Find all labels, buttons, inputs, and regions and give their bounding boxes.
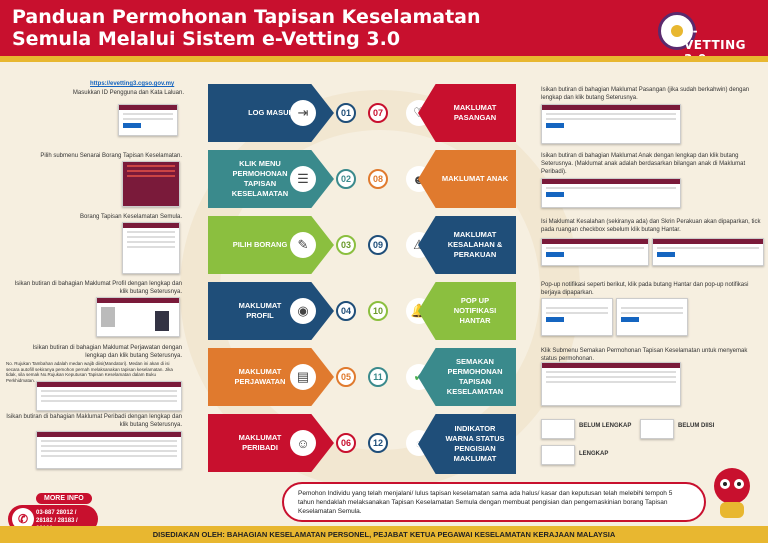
offence-screenshot (541, 238, 649, 266)
legend-incomplete-thumb (541, 419, 575, 439)
login-screenshot (118, 104, 178, 136)
more-info-badge: MORE INFO (36, 493, 92, 504)
position-screenshot (36, 381, 182, 411)
status-screenshot (541, 362, 681, 406)
declaration-screenshot (652, 238, 764, 266)
step-07-number: 07 (368, 103, 388, 123)
mascot-icon (706, 462, 758, 522)
legend-incomplete-label: BELUM LENGKAP (579, 423, 632, 429)
evetting-url-link[interactable]: https://evetting3.cgso.gov.my (90, 81, 175, 87)
legend-complete-thumb (541, 445, 575, 465)
step-10-number: 10 (368, 301, 388, 321)
step-12-panel: INDIKATOR WARNA STATUS PENGISIAN MAKLUMA… (418, 414, 516, 474)
legend-unfilled-label: BELUM DIISI (678, 423, 715, 429)
popup-success-screenshot (616, 298, 688, 336)
step1-instruction: Masukkan ID Pengguna dan Kata Laluan. (72, 90, 184, 96)
step8-instruction: Isikan butiran di bahagian Maklumat Anak… (541, 153, 746, 175)
step10-instruction: Pop-up notifikasi seperti berikut, klik … (541, 282, 749, 296)
phone-icon: ✆ (12, 508, 34, 530)
step5-note: No. Rujukan Tambahan adalah medan wajib … (6, 361, 173, 383)
step4-instruction: Isikan butiran di bahagian Maklumat Prof… (14, 281, 182, 295)
evetting-logo: e-VETTING 3.0 (654, 8, 754, 62)
step-03-number: 03 (336, 235, 356, 255)
legend-complete-label: LENGKAP (579, 451, 609, 457)
step-11-panel: SEMAKAN PERMOHONAN TAPISAN KESELAMATAN (418, 348, 516, 406)
step3-instruction: Borang Tapisan Keselamatan Semula. (80, 214, 182, 220)
menu-icon: ☰ (290, 166, 316, 192)
page-header: Panduan Permohonan Tapisan Keselamatan S… (0, 0, 768, 62)
profile-screenshot (96, 297, 180, 337)
form-list-screenshot (122, 222, 180, 274)
step-10-panel: POP UP NOTIFIKASI HANTAR (418, 282, 516, 340)
eligibility-note: Pemohon Individu yang telah menjalani/ l… (282, 482, 706, 522)
spouse-screenshot (541, 104, 681, 144)
footer-credit: DISEDIAKAN OLEH: BAHAGIAN KESELAMATAN PE… (0, 526, 768, 543)
step-09-panel: MAKLUMAT KESALAHAN & PERAKUAN (418, 216, 516, 274)
logo-ring-icon (658, 12, 696, 50)
popup-confirm-screenshot (541, 298, 613, 336)
form-icon: ✎ (290, 232, 316, 258)
step-12-number: 12 (368, 433, 388, 453)
step9-instruction: Isi Maklumat Kesalahan (sekiranya ada) d… (541, 219, 761, 233)
step7-instruction: Isikan butiran di bahagian Maklumat Pasa… (541, 87, 750, 101)
step-07-panel: MAKLUMAT PASANGAN (418, 84, 516, 142)
step-06-number: 06 (336, 433, 356, 453)
step2-instruction: Pilih submenu Senarai Borang Tapisan Kes… (40, 153, 182, 159)
profile-icon: ◉ (290, 298, 316, 324)
step-05-number: 05 (336, 367, 356, 387)
personal-icon: ☺ (290, 430, 316, 456)
position-icon: ▤ (290, 364, 316, 390)
personal-screenshot (36, 431, 182, 469)
menu-screenshot (122, 161, 180, 207)
login-icon: ⇥ (290, 100, 316, 126)
step6-instruction: Isikan butiran di bahagian Maklumat Peri… (6, 414, 182, 428)
step-04-number: 04 (336, 301, 356, 321)
legend-unfilled-thumb (640, 419, 674, 439)
step5-instruction: Isikan butiran di bahagian Maklumat Perj… (32, 345, 182, 359)
step-01-number: 01 (336, 103, 356, 123)
child-screenshot (541, 178, 681, 208)
step-02-number: 02 (336, 169, 356, 189)
logo-text: e-VETTING 3.0 (684, 24, 746, 62)
step-09-number: 09 (368, 235, 388, 255)
step-08-number: 08 (368, 169, 388, 189)
step-11-number: 11 (368, 367, 388, 387)
page-title: Panduan Permohonan Tapisan Keselamatan S… (12, 6, 481, 50)
step-08-panel: MAKLUMAT ANAK (418, 150, 516, 208)
step11-instruction: Klik Submenu Semakan Permohonan Tapisan … (541, 348, 748, 362)
